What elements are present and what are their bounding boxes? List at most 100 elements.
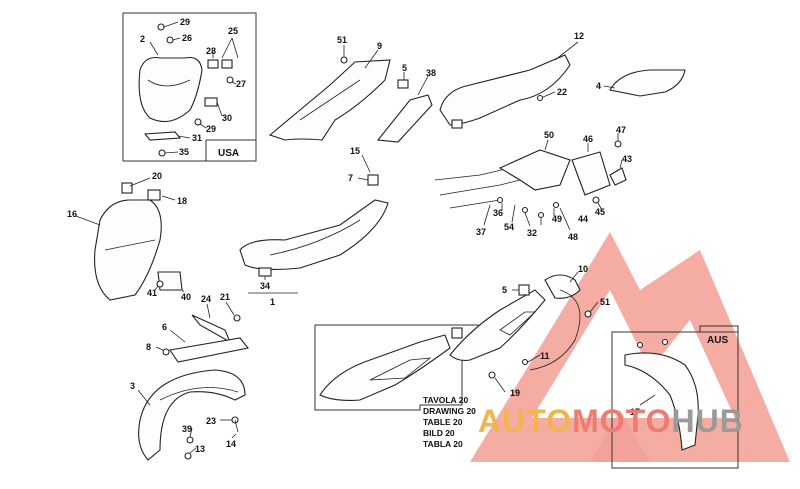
callout-6: 6	[162, 322, 167, 332]
callout-46: 46	[583, 134, 593, 144]
callout-29a: 29	[180, 17, 190, 27]
callout-29b: 29	[206, 124, 216, 134]
seat-pad-34	[258, 267, 272, 277]
seat-group: 15 7 34 1	[239, 146, 389, 307]
callout-21: 21	[220, 292, 230, 302]
callout-7: 7	[348, 173, 353, 183]
callout-24: 24	[201, 294, 211, 304]
callout-26: 26	[182, 33, 192, 43]
callout-5b: 5	[502, 285, 507, 295]
callout-45: 45	[595, 207, 605, 217]
callout-15: 15	[350, 146, 360, 156]
side-panel-right-group: 10 5 51 11 19	[449, 264, 610, 398]
callout-51a: 51	[337, 35, 347, 45]
callout-19: 19	[510, 388, 520, 398]
clip-5b	[518, 284, 530, 296]
plate-bracket-group: 50 46 47 43 45 36 54 37 32 49 44 48	[434, 125, 632, 242]
tail-group: 12 22 4	[439, 31, 686, 129]
callout-18: 18	[177, 196, 187, 206]
number-plate-38	[376, 94, 433, 143]
screw-20	[121, 182, 133, 194]
callout-11: 11	[540, 351, 550, 361]
callout-36: 36	[493, 208, 503, 218]
callout-39: 39	[182, 424, 192, 434]
tail-light-4	[609, 69, 686, 97]
callout-44: 44	[578, 214, 588, 224]
aus-inset: AUS 17	[611, 325, 739, 469]
screw-29a	[157, 23, 165, 31]
callout-25: 25	[228, 26, 238, 36]
svg-text:AUTOMOTOHUB: AUTOMOTOHUB	[478, 403, 744, 439]
seat-fastener-7	[367, 174, 379, 186]
plate-bracket-50	[498, 149, 571, 191]
callout-8: 8	[146, 342, 151, 352]
callout-14: 14	[226, 439, 236, 449]
callout-3: 3	[130, 381, 135, 391]
table-ref-line2: DRAWING 20	[423, 406, 476, 416]
mudguard-bracket-6	[169, 337, 249, 363]
callout-51b: 51	[600, 297, 610, 307]
callout-1: 1	[270, 297, 275, 307]
callout-38: 38	[426, 68, 436, 78]
watermark-moto: MOTO	[572, 403, 671, 439]
table-ref-line5: TABLA 20	[423, 439, 463, 449]
callout-27: 27	[236, 79, 246, 89]
headlight-fairing-16	[94, 199, 162, 301]
plate-holder-46	[571, 151, 611, 196]
watermark-logo	[470, 232, 790, 462]
side-panel-right	[449, 289, 546, 361]
callout-40: 40	[181, 292, 191, 302]
aus-label: AUS	[707, 335, 728, 346]
front-mudguard-group: 24 21 6 8 3 39 23 13 14	[130, 292, 249, 461]
callout-48: 48	[568, 232, 578, 242]
callout-43: 43	[622, 154, 632, 164]
callout-23: 23	[206, 416, 216, 426]
table-ref-line3: TABLE 20	[423, 417, 463, 427]
callout-28: 28	[206, 46, 216, 56]
callout-12: 12	[574, 31, 584, 41]
headlight-group: 20 18 16 41 40	[67, 171, 191, 302]
callout-31: 31	[192, 133, 202, 143]
callout-4: 4	[596, 81, 601, 91]
callout-10: 10	[578, 264, 588, 274]
watermark-auto: AUTO	[478, 403, 572, 439]
headlight-fairing-usa	[138, 56, 203, 123]
tail-section-12	[439, 54, 571, 126]
callout-2: 2	[140, 34, 145, 44]
side-cover-10	[544, 274, 581, 299]
reference-inset: TAVOLA 20 DRAWING 20 TABLE 20 BILD 20 TA…	[314, 324, 479, 449]
bracket-31	[143, 131, 182, 141]
callout-5a: 5	[402, 63, 407, 73]
bracket-24	[191, 314, 232, 344]
bracket-30	[204, 97, 218, 107]
rear-mudguard-17	[624, 352, 699, 451]
clip-28	[207, 59, 219, 69]
callout-20: 20	[152, 171, 162, 181]
callout-34: 34	[260, 281, 270, 291]
side-panel-group: 51 9 5 38	[268, 35, 436, 143]
usa-inset-frame	[122, 12, 257, 162]
callout-13: 13	[195, 444, 205, 454]
callout-17: 17	[630, 407, 640, 417]
callout-37: 37	[476, 227, 486, 237]
grommet-18	[147, 189, 161, 201]
watermark-text: AUTOMOTOHUB	[478, 403, 744, 439]
watermark-hub: HUB	[671, 403, 743, 439]
seat-1	[239, 199, 389, 271]
usa-inset: USA 29 26 25 2 28 27 30 29 31	[122, 12, 257, 162]
callout-47: 47	[616, 125, 626, 135]
callout-32: 32	[527, 228, 537, 238]
front-mudguard-3	[138, 369, 246, 461]
side-panel-reference	[319, 334, 451, 401]
callout-16: 16	[67, 209, 77, 219]
callout-35: 35	[179, 147, 189, 157]
callout-41: 41	[147, 288, 157, 298]
callout-22: 22	[557, 87, 567, 97]
clip-5a	[397, 79, 409, 89]
callout-49: 49	[552, 214, 562, 224]
callout-9: 9	[377, 41, 382, 51]
callout-30: 30	[222, 113, 232, 123]
usa-label: USA	[218, 148, 239, 159]
